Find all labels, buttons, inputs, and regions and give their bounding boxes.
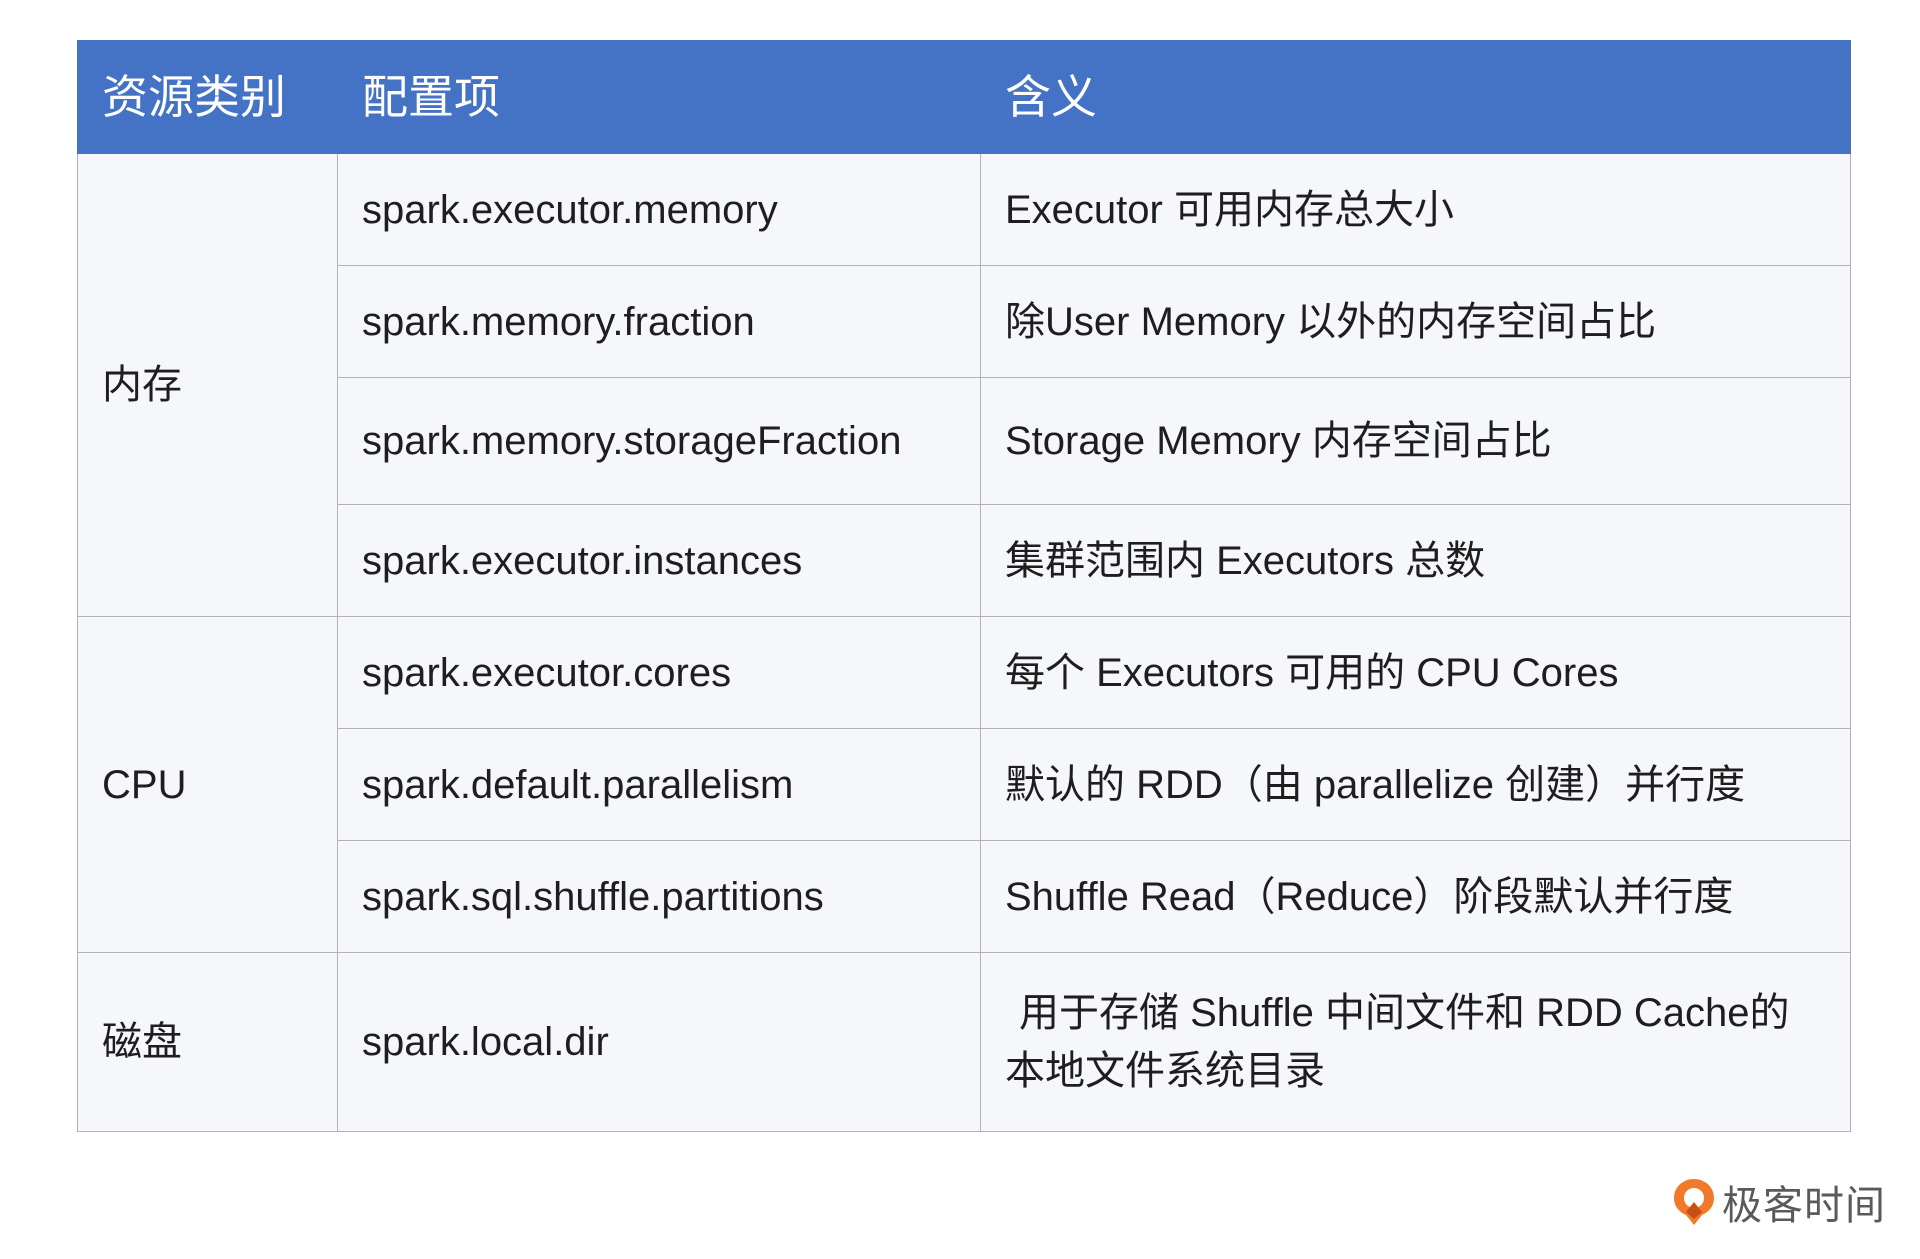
header-config: 配置项 (337, 40, 981, 154)
config-cell: spark.sql.shuffle.partitions (337, 840, 981, 953)
config-cell: spark.memory.fraction (337, 265, 981, 378)
table-row: spark.memory.fraction 除User Memory 以外的内存… (78, 265, 1851, 378)
table-row: spark.memory.storageFraction Storage Mem… (78, 377, 1851, 505)
category-cell-disk: 磁盘 (77, 952, 338, 1132)
brand-name: 极客时间 (1722, 1184, 1886, 1228)
config-cell: spark.local.dir (337, 952, 981, 1132)
table-row: spark.default.parallelism 默认的 RDD（由 para… (78, 728, 1851, 841)
meaning-cell: Storage Memory 内存空间占比 (980, 377, 1851, 505)
table-header-row: 资源类别 配置项 含义 (77, 40, 1851, 154)
meaning-cell: 用于存储 Shuffle 中间文件和 RDD Cache的本地文件系统目录 (980, 952, 1851, 1132)
table-row: 磁盘 spark.local.dir 用于存储 Shuffle 中间文件和 RD… (77, 952, 1851, 1132)
meaning-line-1: 用于存储 Shuffle 中间文件和 RDD Cache的 (1019, 991, 1790, 1035)
table-row: spark.executor.instances 集群范围内 Executors… (78, 504, 1851, 617)
meaning-cell: Executor 可用内存总大小 (980, 153, 1851, 266)
category-cell-cpu: CPU (77, 616, 338, 953)
meaning-cell: 集群范围内 Executors 总数 (980, 504, 1851, 617)
header-meaning: 含义 (980, 40, 1851, 154)
table-row: 内存 spark.executor.memory Executor 可用内存总大… (77, 153, 1851, 617)
config-cell: spark.default.parallelism (337, 728, 981, 841)
header-category: 资源类别 (77, 40, 338, 154)
table-row: spark.sql.shuffle.partitions Shuffle Rea… (78, 840, 1851, 953)
config-cell: spark.executor.cores (337, 616, 981, 729)
category-cell-memory: 内存 (77, 153, 338, 617)
meaning-line-2: 本地文件系统目录 (1005, 1049, 1325, 1093)
table-row: CPU spark.executor.cores 每个 Executors 可用… (77, 616, 1851, 953)
meaning-cell: 除User Memory 以外的内存空间占比 (980, 265, 1851, 378)
meaning-cell: 默认的 RDD（由 parallelize 创建）并行度 (980, 728, 1851, 841)
config-cell: spark.executor.memory (337, 153, 981, 266)
brand-logo: 极客时间 (1672, 1173, 1886, 1231)
meaning-cell: 每个 Executors 可用的 CPU Cores (980, 616, 1851, 729)
meaning-cell: Shuffle Read（Reduce）阶段默认并行度 (980, 840, 1851, 953)
config-cell: spark.executor.instances (337, 504, 981, 617)
spark-config-table: 资源类别 配置项 含义 内存 spark.executor.memory Exe… (77, 40, 1851, 1132)
geekbang-logo-icon (1672, 1177, 1716, 1227)
config-cell: spark.memory.storageFraction (337, 377, 981, 505)
